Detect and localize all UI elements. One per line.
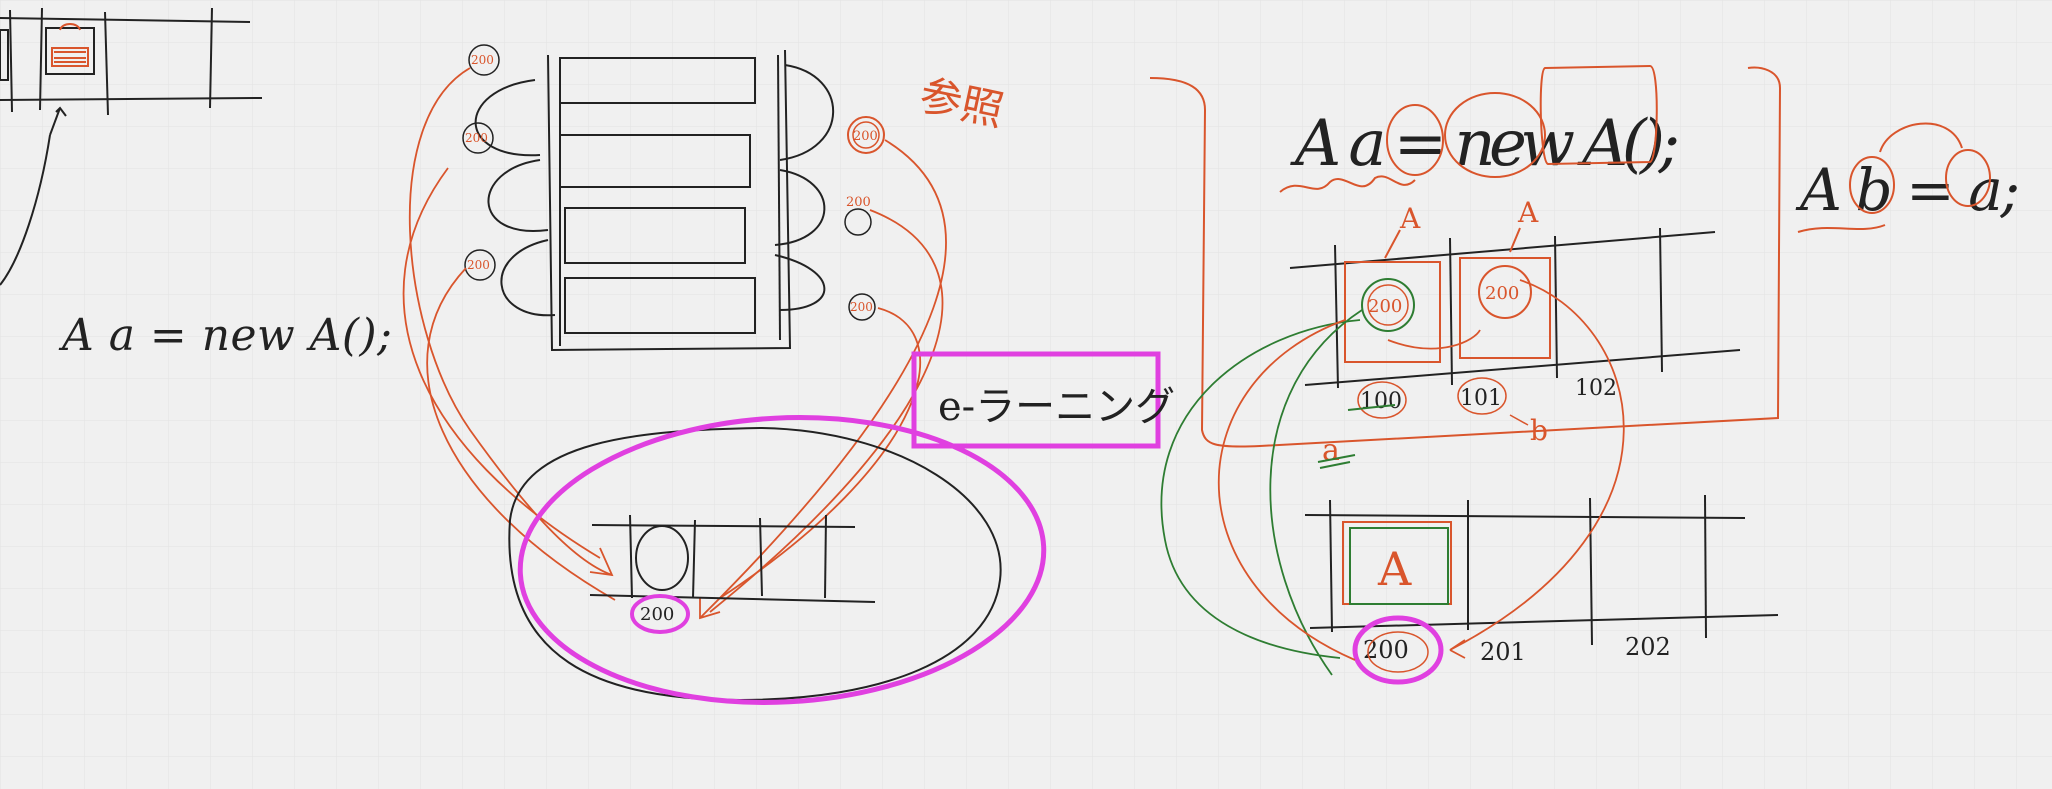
callout-text: e-ラーニング: [938, 384, 1175, 430]
callout-box: e-ラーニング: [911, 351, 1175, 449]
cell-label: A: [1517, 196, 1539, 229]
heap-object: A: [1342, 521, 1452, 605]
reference-address-label: 200: [850, 300, 873, 314]
cell-label: A: [1399, 202, 1421, 235]
stack-address-label: 200: [467, 258, 490, 272]
stack-address-label: 200: [465, 131, 488, 145]
memory-cell-address-label: 200: [640, 604, 674, 625]
stack-address-label: 200: [471, 53, 494, 67]
equation-a: A a = new A();: [1290, 107, 1680, 181]
cell-value-a: 200: [1361, 278, 1415, 332]
row-address: 100: [1360, 389, 1402, 414]
var-a-label: a: [1322, 433, 1340, 468]
reference-links: [1160, 279, 1625, 676]
reference-address-markers: 200 200 200: [844, 116, 885, 321]
equation-b: A b = a;: [1795, 156, 2020, 224]
left-equation: A a = new A();: [58, 310, 392, 361]
left-sketch: [0, 7, 263, 286]
left-red-mark: [51, 23, 89, 67]
stack-slot: [564, 277, 756, 334]
row-address: 102: [1575, 376, 1617, 401]
var-b-label: b: [1530, 414, 1548, 447]
svg-text:200: 200: [1368, 296, 1402, 317]
reference-address-label: 200: [846, 195, 871, 210]
right-bracket: [1149, 66, 1782, 448]
stack-address-markers: 200 200 200: [462, 44, 500, 281]
variable-cells: [1344, 227, 1551, 363]
heap-table: [1304, 494, 1779, 646]
reference-arrows: [402, 67, 947, 620]
svg-text:A: A: [1377, 542, 1412, 596]
heap-address: 201: [1480, 638, 1526, 666]
row-address: 101: [1460, 386, 1502, 411]
stack-slot: [559, 57, 756, 104]
row-addresses: 100 101 102: [1347, 376, 1617, 419]
reference-address-label: 200: [853, 129, 878, 144]
stack-slot: [559, 134, 751, 188]
equation-b-highlights: [1797, 122, 1991, 233]
equation-a-highlights: [1279, 64, 1658, 193]
heap-address: 202: [1625, 633, 1671, 661]
highlight-ellipse: [517, 415, 1047, 705]
memory-cell-address: 200: [630, 594, 690, 634]
stack-slot: [564, 207, 746, 264]
stack-frame: [474, 49, 835, 352]
cell-value-b: 200: [1478, 265, 1532, 319]
heap-addresses: 200 201 202: [1352, 615, 1671, 685]
svg-text:200: 200: [1485, 283, 1519, 304]
memory-region: [508, 426, 1002, 702]
